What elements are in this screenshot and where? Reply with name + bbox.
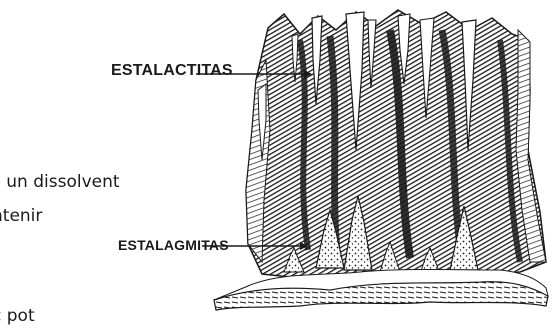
cave-backdrop bbox=[246, 10, 546, 278]
cave-floor bbox=[214, 270, 548, 311]
stalactites-label: ESTALACTITAS bbox=[111, 63, 233, 79]
stalagmites-label: ESTALAGMITAS bbox=[118, 238, 229, 252]
